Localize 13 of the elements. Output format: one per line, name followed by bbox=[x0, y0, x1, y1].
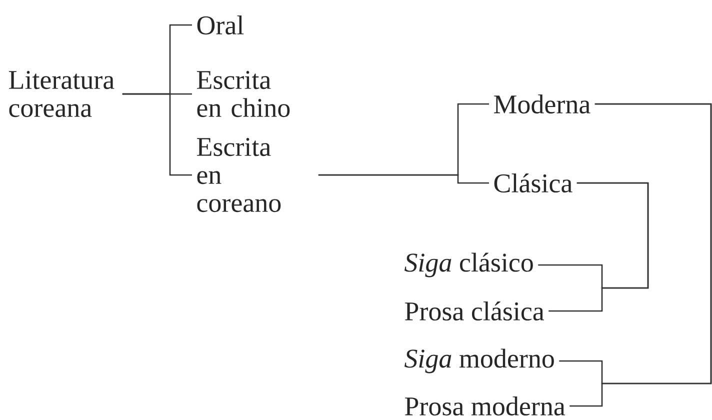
category-label: Literatura coreana bbox=[8, 70, 114, 118]
category-label: Escrita en chino bbox=[196, 70, 290, 118]
bracket-connector bbox=[318, 174, 489, 184]
category-label: Siga clásico bbox=[404, 252, 533, 278]
category-label: Escrita en coreano bbox=[196, 138, 281, 212]
category-label: Siga moderno bbox=[404, 348, 554, 374]
bracket-connector bbox=[548, 182, 649, 312]
category-label: Prosa moderna bbox=[404, 396, 566, 416]
bracket-connector bbox=[122, 93, 192, 176]
category-label: Oral bbox=[197, 16, 244, 34]
category-label: Prosa clásica bbox=[404, 301, 544, 321]
category-label: Moderna bbox=[494, 94, 590, 114]
category-label: Clásica bbox=[494, 173, 572, 193]
